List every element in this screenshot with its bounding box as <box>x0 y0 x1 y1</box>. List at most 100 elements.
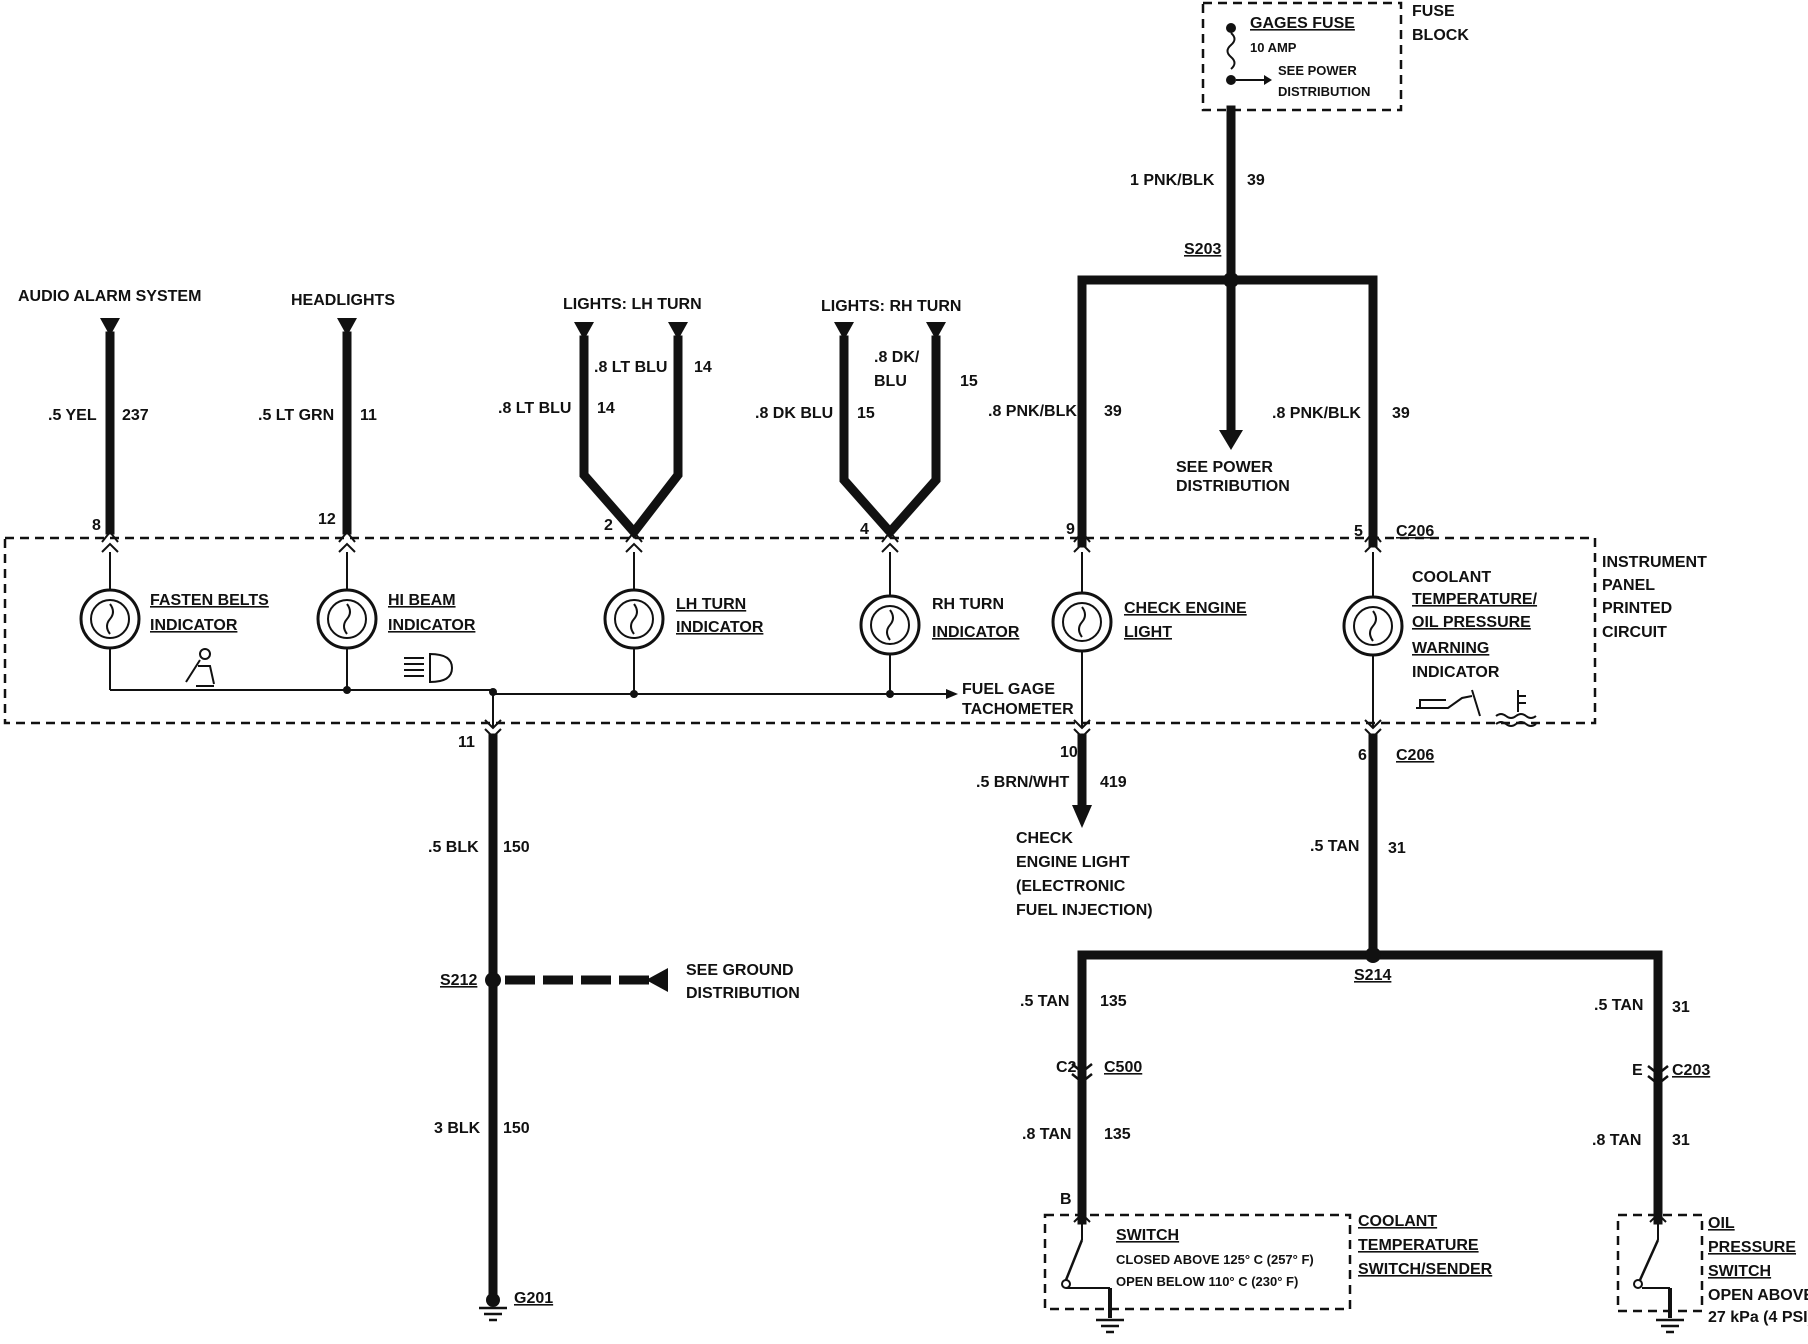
wire-31-right-a-color: .5 TAN <box>1594 997 1643 1014</box>
splice-s214: S214 <box>1354 967 1391 984</box>
oil-switch-box <box>1616 1212 1704 1334</box>
wire-lh-b-color: .8 LT BLU <box>594 359 667 376</box>
fuse-see-power: SEE POWER <box>1278 63 1357 78</box>
check-engine-light-label: LIGHT <box>1124 624 1172 641</box>
wire-pnk-left-circuit: 39 <box>1104 403 1122 420</box>
panel-title-1: INSTRUMENT <box>1602 554 1707 571</box>
wire-135-b-circuit: 135 <box>1104 1126 1131 1143</box>
wire-31-right-a-circuit: 31 <box>1672 999 1690 1016</box>
wire-150-b-color: 3 BLK <box>434 1120 481 1137</box>
power-dist-line2: DISTRIBUTION <box>1176 478 1290 495</box>
oil-switch-open-1: OPEN ABOVE <box>1708 1287 1808 1304</box>
source-lh-turn: LIGHTS: LH TURN <box>563 296 702 313</box>
fuse-terminal-bottom <box>1226 75 1236 85</box>
connector-chevrons-top <box>101 530 1382 553</box>
pin-5: 5 <box>1354 523 1363 540</box>
oil-switch-title-1: OIL <box>1708 1215 1735 1232</box>
check-engine-bulb-icon <box>1051 591 1113 653</box>
power-dist-line1: SEE POWER <box>1176 459 1273 476</box>
lh-turn-bulb-icon <box>603 588 665 650</box>
instrument-panel: INSTRUMENT PANEL PRINTED CIRCUIT <box>3 536 1707 725</box>
fuse-element-icon <box>1226 32 1236 70</box>
wire-lh-a-circuit: 14 <box>597 400 615 417</box>
hi-beam-bulb-icon <box>316 588 378 650</box>
wire-rh-b-color1: .8 DK/ <box>874 349 920 366</box>
oil-can-icon <box>1416 689 1481 717</box>
ground-symbol-icon <box>479 1306 507 1322</box>
hi-beam-indicator-label: INDICATOR <box>388 617 476 634</box>
coolant-sender-title-3: SWITCH/SENDER <box>1358 1261 1493 1278</box>
oil-switch-blade-icon <box>1638 1239 1660 1281</box>
power-dist-arrow-icon <box>1219 430 1243 450</box>
wire-237-circuit: 237 <box>122 407 149 424</box>
fasten-belts-indicator-label: INDICATOR <box>150 617 238 634</box>
connector-c206-bottom: C206 <box>1396 747 1434 764</box>
panel-title-2: PANEL <box>1602 577 1655 594</box>
splice-s212-dot <box>485 972 501 988</box>
connector-c500: C500 <box>1104 1059 1142 1076</box>
splice-s214-dot <box>1365 947 1381 963</box>
wire-rh-b-color2: BLU <box>874 373 907 390</box>
lh-turn-indicator-label: INDICATOR <box>676 619 764 636</box>
fuse-block-title-1: FUSE <box>1412 3 1455 20</box>
hi-beam-label: HI BEAM <box>388 592 456 609</box>
wire-rh-a-circuit: 15 <box>857 405 875 422</box>
coolant-switch-box: SWITCH CLOSED ABOVE 125° C (257° F) OPEN… <box>1043 1212 1352 1334</box>
fuse-block: GAGES FUSE 10 AMP SEE POWER DISTRIBUTION… <box>1201 1 1469 112</box>
connector-c2-pin: C2 <box>1056 1059 1077 1076</box>
check-dest-2: ENGINE LIGHT <box>1016 854 1130 871</box>
wire-135-b-color: .8 TAN <box>1022 1126 1071 1143</box>
coolant-label-2: TEMPERATURE/ <box>1412 591 1538 608</box>
wire-pnk-left-color: .8 PNK/BLK <box>988 403 1077 420</box>
wire-31-right-b-circuit: 31 <box>1672 1132 1690 1149</box>
lh-turn-label: LH TURN <box>676 596 746 613</box>
rh-turn-indicator-label: INDICATOR <box>932 624 1020 641</box>
panel-title-3: PRINTED <box>1602 600 1672 617</box>
wire-15-rh <box>839 335 941 539</box>
coolant-oil-bulb-icon <box>1342 595 1404 657</box>
wire-11-color: .5 LT GRN <box>258 407 334 424</box>
panel-junction-dots <box>343 686 894 698</box>
panel-internal-circuit <box>109 552 1374 728</box>
wire-237-color: .5 YEL <box>48 407 97 424</box>
headlight-icon <box>404 652 454 684</box>
coolant-sender-title-2: TEMPERATURE <box>1358 1237 1479 1254</box>
oil-switch-title-3: SWITCH <box>1708 1263 1771 1280</box>
pin-6: 6 <box>1358 747 1367 764</box>
rh-turn-label: RH TURN <box>932 596 1004 613</box>
connector-c203: C203 <box>1672 1062 1710 1079</box>
wire-31-circuit: 31 <box>1388 840 1406 857</box>
wire-pnk-right-circuit: 39 <box>1392 405 1410 422</box>
wire-39-circuit: 39 <box>1247 172 1265 189</box>
fuse-distribution: DISTRIBUTION <box>1278 84 1370 99</box>
wire-31-right-b-color: .8 TAN <box>1592 1132 1641 1149</box>
check-dest-3: (ELECTRONIC <box>1016 878 1126 895</box>
wire-11-circuit: 11 <box>360 407 377 424</box>
source-audio-alarm: AUDIO ALARM SYSTEM <box>18 288 201 305</box>
see-ground-1: SEE GROUND <box>686 962 794 979</box>
fuel-gage-label: FUEL GAGE <box>962 681 1055 698</box>
wire-rh-a-color: .8 DK BLU <box>755 405 833 422</box>
coolant-switch-blade-icon <box>1064 1239 1084 1281</box>
arrow-icon <box>1264 75 1272 85</box>
wire-rh-b-circuit: 15 <box>960 373 978 390</box>
pin-4: 4 <box>860 521 869 538</box>
pin-8: 8 <box>92 517 101 534</box>
coolant-label-1: COOLANT <box>1412 569 1491 586</box>
wire-150-a-color: .5 BLK <box>428 839 479 856</box>
fuel-gage-arrow-icon <box>946 689 958 699</box>
check-dest-1: CHECK <box>1016 830 1073 847</box>
wire-31-color: .5 TAN <box>1310 838 1359 855</box>
wire-150-b-circuit: 150 <box>503 1120 530 1137</box>
panel-title-4: CIRCUIT <box>1602 624 1667 641</box>
source-headlights: HEADLIGHTS <box>291 292 395 309</box>
see-ground-2: DISTRIBUTION <box>686 985 800 1002</box>
coolant-switch-label: SWITCH <box>1116 1227 1179 1244</box>
rh-turn-bulb-icon <box>859 594 921 656</box>
fuse-block-title-2: BLOCK <box>1412 27 1469 44</box>
wire-150-a-circuit: 150 <box>503 839 530 856</box>
ground-g201-dot <box>486 1293 500 1307</box>
pin-12: 12 <box>318 511 336 528</box>
check-dest-4: FUEL INJECTION) <box>1016 902 1153 919</box>
